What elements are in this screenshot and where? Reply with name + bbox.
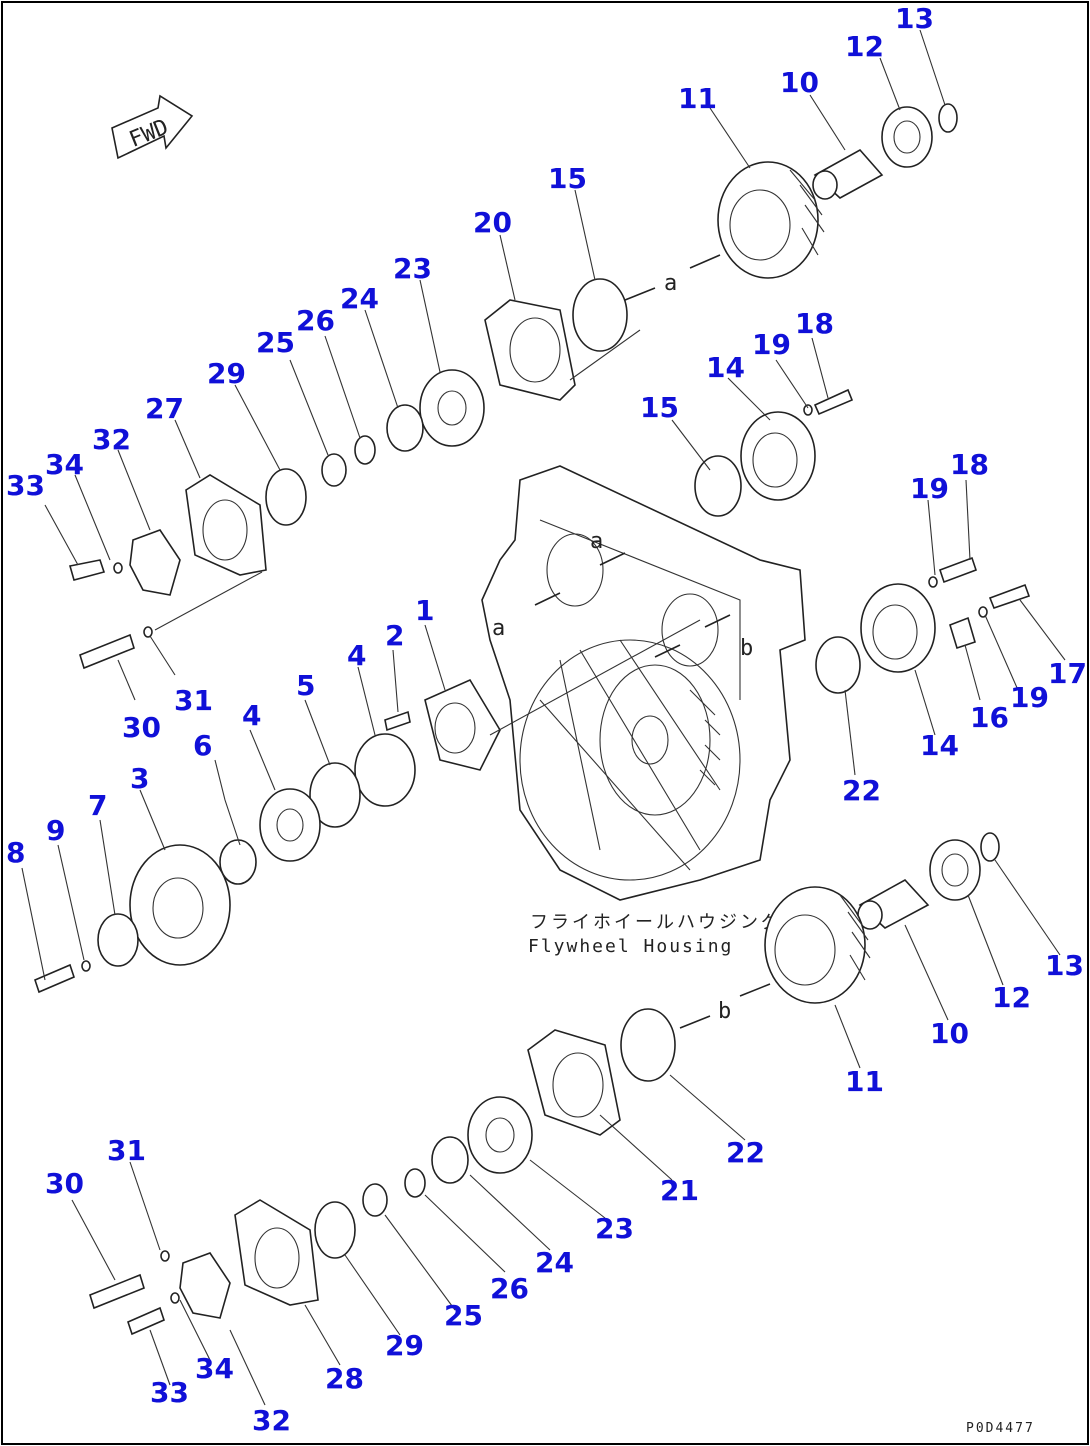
svg-text:b: b: [718, 999, 731, 1024]
callout: 6: [193, 729, 212, 762]
callout: 11: [845, 1065, 884, 1098]
callout: 18: [950, 448, 989, 481]
callout: 29: [385, 1329, 424, 1362]
callout: 1: [415, 594, 434, 627]
callout: 33: [150, 1376, 189, 1409]
housing-label-jp: フライホイールハウジング: [530, 912, 782, 933]
callout: 23: [595, 1212, 634, 1245]
callout: 20: [473, 206, 512, 239]
callout: 25: [256, 326, 295, 359]
callout: 8: [6, 836, 25, 869]
callout: 22: [726, 1136, 765, 1169]
callout: 16: [970, 701, 1009, 734]
callout: 5: [296, 669, 315, 702]
callout: 34: [45, 448, 84, 481]
callout: 4: [242, 699, 261, 732]
callout: 3: [130, 762, 149, 795]
callout: 10: [780, 66, 819, 99]
callout: 18: [795, 307, 834, 340]
callout: 12: [992, 981, 1031, 1014]
callout: 26: [296, 304, 335, 337]
callout: 24: [535, 1246, 574, 1279]
callout: 9: [46, 814, 65, 847]
drawing-ref: P0D4477: [966, 1421, 1035, 1436]
callout: 15: [640, 391, 679, 424]
callout: 13: [895, 2, 934, 35]
leader-lines: a b: [21, 29, 1066, 1406]
callout: 21: [660, 1174, 699, 1207]
callout: 23: [393, 252, 432, 285]
callout: 14: [920, 729, 959, 762]
callout: 22: [842, 774, 881, 807]
svg-text:b: b: [740, 636, 753, 661]
callout: 15: [548, 162, 587, 195]
fwd-arrow: FWD: [111, 94, 194, 160]
callout: 26: [490, 1272, 529, 1305]
svg-text:a: a: [590, 529, 603, 554]
callout: 2: [385, 619, 404, 652]
callout: 24: [340, 282, 379, 315]
callout: 14: [706, 351, 745, 384]
callouts: 13 12 10 11 15 20 23 24 26 25 29 27 32 3…: [6, 2, 1087, 1437]
callout: 12: [845, 30, 884, 63]
callout: 7: [88, 789, 107, 822]
callout: 28: [325, 1362, 364, 1395]
middle-parts: [34, 678, 501, 994]
callout: 10: [930, 1017, 969, 1050]
callout: 13: [1045, 949, 1084, 982]
callout: 25: [444, 1299, 483, 1332]
callout: 29: [207, 357, 246, 390]
callout: 32: [92, 423, 131, 456]
callout: 34: [195, 1352, 234, 1385]
housing-label-en: Flywheel Housing: [528, 936, 733, 957]
callout: 33: [6, 469, 45, 502]
callout: 30: [122, 711, 161, 744]
svg-text:a: a: [492, 616, 505, 641]
callout: 30: [45, 1167, 84, 1200]
callout: 17: [1048, 657, 1087, 690]
callout: 19: [910, 472, 949, 505]
callout: 11: [678, 82, 717, 115]
callout: 19: [1010, 681, 1049, 714]
lower-parts: [89, 832, 1000, 1336]
flywheel-housing: a b a: [481, 465, 806, 901]
callout: 31: [107, 1134, 146, 1167]
callout: 32: [252, 1404, 291, 1437]
callout: 4: [347, 639, 366, 672]
svg-text:a: a: [664, 271, 677, 296]
callout: 27: [145, 392, 184, 425]
callout: 19: [752, 328, 791, 361]
upper-parts: [68, 103, 1031, 694]
callout: 31: [174, 684, 213, 717]
